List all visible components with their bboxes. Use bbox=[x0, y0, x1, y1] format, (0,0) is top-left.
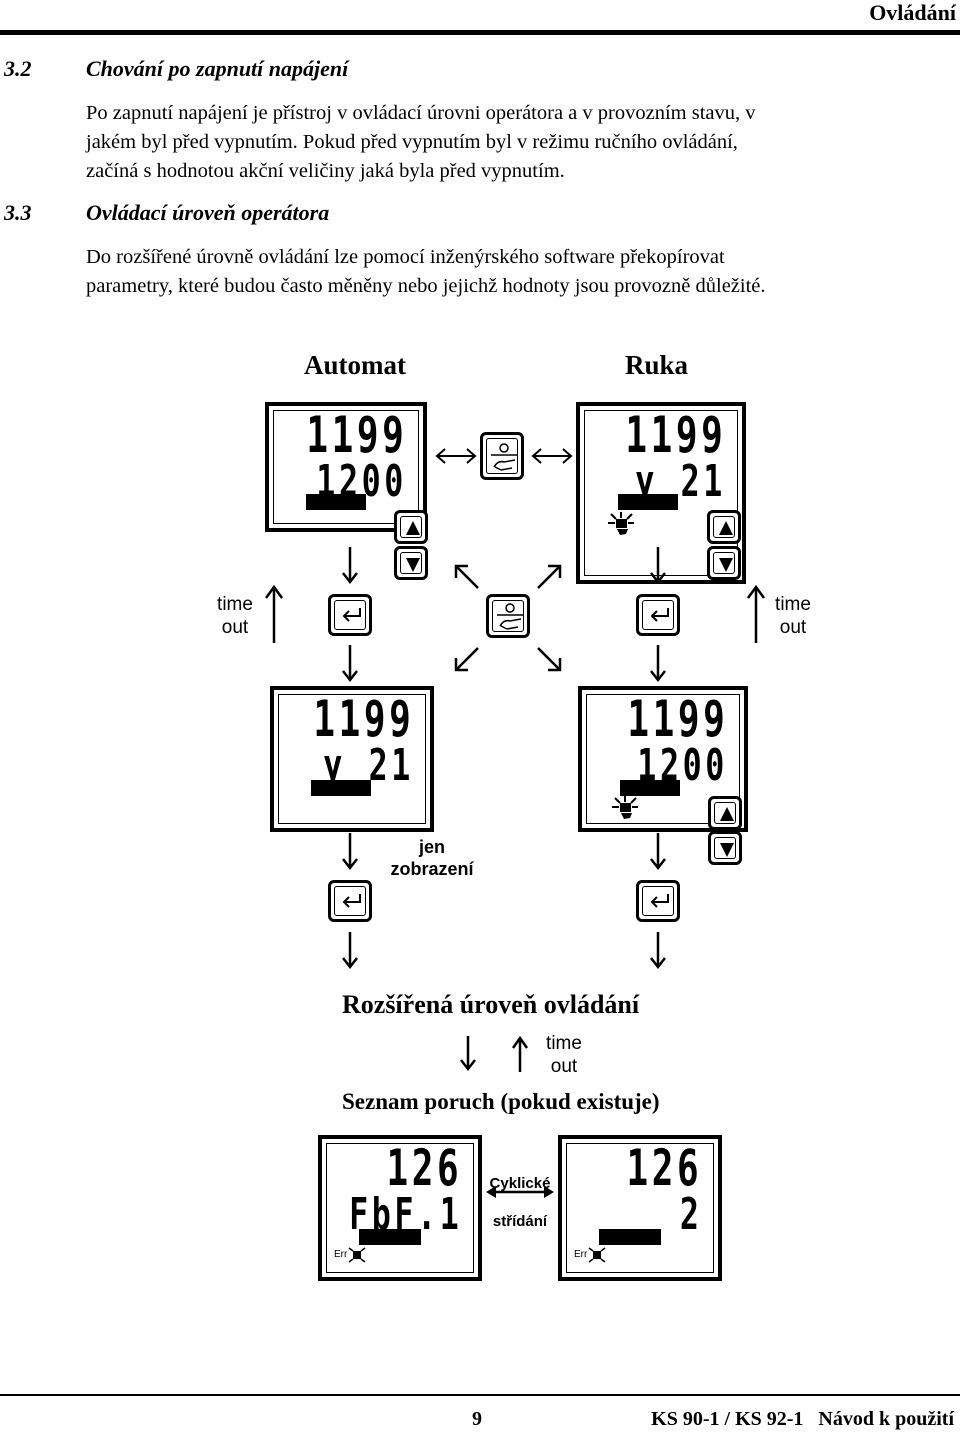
section-text-3-3-line-2: parametry, které budou často měněny nebo… bbox=[86, 275, 766, 297]
cyclic-switching-note: Cyklické střídání bbox=[489, 1175, 551, 1230]
arrow-down-icon bbox=[650, 932, 666, 970]
panel-line-1: 126 bbox=[386, 1139, 462, 1197]
section-text-3-2-line-3: začíná s hodnotou akční veličiny jaká by… bbox=[86, 160, 565, 182]
section-number-3-3: 3.3 bbox=[4, 200, 32, 225]
header-rule bbox=[0, 30, 960, 35]
enter-icon bbox=[650, 894, 669, 908]
extended-level-label: Rozšířená úroveň ovládání bbox=[342, 990, 640, 1019]
display-panel-fault-left: 126 FbF.1 Err bbox=[318, 1135, 482, 1281]
hand-icon bbox=[497, 603, 523, 630]
arrow-up-icon bbox=[746, 584, 766, 643]
panel-line-2: y 21 bbox=[323, 740, 414, 791]
fault-list-label: Seznam poruch (pokud existuje) bbox=[342, 1089, 660, 1114]
down-button[interactable] bbox=[707, 546, 741, 580]
column-label-ruka: Ruka bbox=[625, 350, 689, 380]
header-title: Ovládání bbox=[869, 0, 956, 25]
err-label: Err bbox=[574, 1249, 588, 1260]
bargraph bbox=[620, 780, 680, 796]
arrow-down-icon bbox=[650, 833, 666, 871]
display-panel-ruka-bottom: 1199 1200 bbox=[578, 686, 748, 832]
arrow-down-icon bbox=[342, 547, 358, 585]
timeout-label-left: time out bbox=[217, 594, 253, 638]
timeout-label-right: time out bbox=[775, 594, 811, 638]
up-button[interactable] bbox=[707, 510, 741, 544]
arrow-down-icon bbox=[460, 1036, 476, 1072]
manual-mode-lamp-icon bbox=[608, 512, 634, 535]
section-number-3-2: 3.2 bbox=[4, 56, 32, 81]
error-lamp-icon bbox=[348, 1247, 366, 1263]
enter-icon bbox=[342, 894, 361, 908]
panel-line-1: 1199 bbox=[305, 406, 407, 464]
panel-line-1: 1199 bbox=[312, 690, 414, 748]
panel-line-1: 1199 bbox=[626, 690, 728, 748]
enter-key[interactable] bbox=[636, 880, 680, 922]
page-number: 9 bbox=[472, 1408, 482, 1430]
hand-icon bbox=[491, 443, 517, 471]
enter-icon bbox=[342, 608, 361, 622]
auto-manual-key[interactable] bbox=[486, 594, 530, 638]
bargraph bbox=[311, 780, 371, 796]
document-title: KS 90-1 / KS 92-1 Návod k použití bbox=[651, 1408, 954, 1430]
display-panel-automat-top: 1199 1200 bbox=[265, 402, 427, 532]
column-label-automat: Automat bbox=[304, 350, 406, 380]
down-button[interactable] bbox=[394, 546, 428, 580]
arrow-down-icon bbox=[650, 547, 666, 585]
up-button[interactable] bbox=[394, 510, 428, 544]
display-only-note: jen zobrazení bbox=[390, 837, 474, 879]
display-panel-fault-right: 126 2 Err bbox=[558, 1135, 722, 1281]
enter-key[interactable] bbox=[636, 594, 680, 636]
enter-key[interactable] bbox=[328, 880, 372, 922]
bargraph bbox=[306, 494, 366, 510]
diagonal-arrows-icon bbox=[454, 564, 562, 672]
display-panel-automat-bottom: 1199 y 21 bbox=[270, 686, 434, 832]
arrow-down-icon bbox=[342, 932, 358, 970]
up-button[interactable] bbox=[708, 796, 742, 830]
err-label: Err bbox=[334, 1249, 348, 1260]
error-lamp-icon bbox=[588, 1247, 606, 1263]
double-arrow-icon bbox=[531, 448, 573, 464]
arrow-up-icon bbox=[264, 584, 284, 643]
down-button[interactable] bbox=[708, 831, 742, 865]
panel-line-2: 2 bbox=[679, 1189, 702, 1240]
auto-manual-key[interactable] bbox=[480, 432, 524, 480]
arrow-up-icon bbox=[511, 1035, 529, 1072]
section-text-3-2-line-1: Po zapnutí napájení je přístroj v ovláda… bbox=[86, 102, 756, 124]
panel-line-2: y 21 bbox=[635, 456, 726, 507]
section-title-3-2: Chování po zapnutí napájení bbox=[86, 56, 349, 81]
timeout-label-center: time out bbox=[546, 1033, 582, 1077]
double-arrow-icon bbox=[486, 1186, 554, 1198]
enter-key[interactable] bbox=[328, 594, 372, 636]
arrow-down-icon bbox=[342, 833, 358, 871]
footer-rule bbox=[0, 1394, 960, 1396]
enter-icon bbox=[650, 608, 669, 622]
arrow-down-icon bbox=[342, 645, 358, 683]
section-text-3-2-line-2: jakém byl před vypnutím. Pokud před vypn… bbox=[86, 131, 738, 153]
panel-line-1: 126 bbox=[626, 1139, 702, 1197]
manual-mode-lamp-icon bbox=[612, 796, 638, 819]
section-title-3-3: Ovládací úroveň operátora bbox=[86, 200, 330, 225]
bargraph bbox=[359, 1229, 421, 1245]
section-text-3-3-line-1: Do rozšířené úrovně ovládání lze pomocí … bbox=[86, 246, 725, 268]
bargraph bbox=[599, 1229, 661, 1245]
panel-line-1: 1199 bbox=[624, 406, 726, 464]
bargraph bbox=[618, 494, 678, 510]
arrow-down-icon bbox=[650, 645, 666, 683]
double-arrow-icon bbox=[435, 448, 477, 464]
